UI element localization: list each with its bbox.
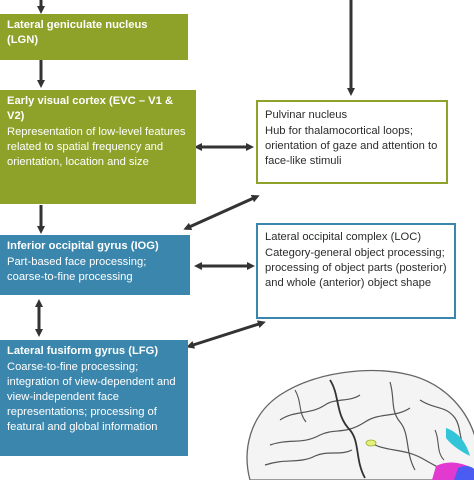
lfg-title: Lateral fusiform gyrus (LFG) [7, 345, 159, 357]
arrow-iog-pulvinar [183, 194, 260, 231]
brain-sulcus [389, 381, 416, 471]
brain-sulcus [434, 429, 445, 461]
pulvinar-title: Pulvinar nucleus [265, 109, 348, 121]
loc-box: Lateral occipital complex (LOC) Category… [256, 223, 456, 319]
lfg-box: Lateral fusiform gyrus (LFG) Coarse-to-f… [0, 340, 188, 456]
lgn-box: Lateral geniculate nucleus (LGN) [0, 14, 188, 60]
arrow-lfg-loc [186, 320, 266, 349]
pulvinar-box: Pulvinar nucleus Hub for thalamocortical… [256, 100, 448, 184]
brain-region-highlight [365, 439, 377, 447]
brain-sulcus [294, 389, 307, 423]
brain-sulcus [279, 394, 361, 421]
brain-sulcus [329, 379, 366, 479]
iog-box: Inferior occipital gyrus (IOG) Part-base… [0, 235, 190, 295]
lfg-description: Coarse-to-fine processing; integration o… [7, 361, 176, 433]
iog-title: Inferior occipital gyrus (IOG) [7, 240, 159, 252]
brain-sulcus [264, 449, 353, 466]
pulvinar-description: Hub for thalamocortical loops; orientati… [265, 125, 438, 167]
loc-title: Lateral occipital complex (LOC) [265, 231, 422, 243]
evc-description: Representation of low-level features rel… [7, 126, 186, 168]
brain-illustration [246, 369, 474, 480]
evc-title: Early visual cortex (EVC – V1 & V2) [7, 95, 174, 122]
brain-sulcus [269, 407, 411, 446]
lgn-title: Lateral geniculate nucleus (LGN) [7, 19, 148, 46]
iog-description: Part-based face processing; coarse-to-fi… [7, 256, 147, 283]
evc-box: Early visual cortex (EVC – V1 & V2) Repr… [0, 90, 196, 204]
loc-description: Category-general object processing; proc… [265, 247, 447, 289]
brain-region-occipital [446, 428, 470, 456]
